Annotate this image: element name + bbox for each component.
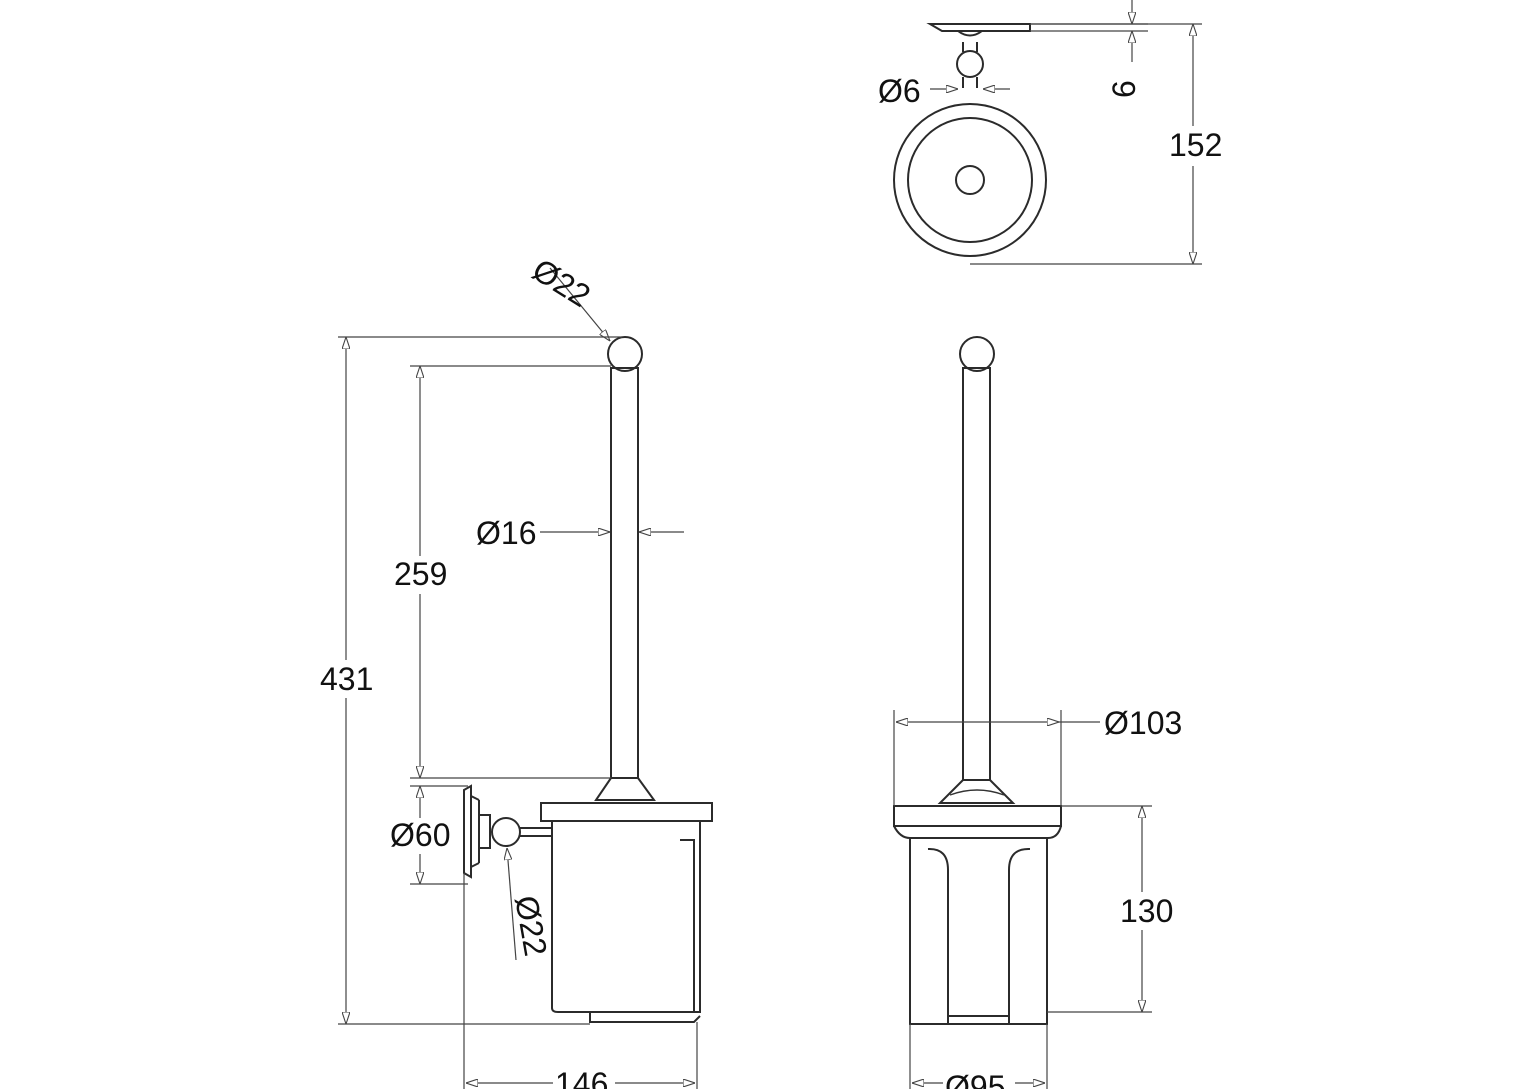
side-view: Ø22 431 259 Ø16 Ø60 Ø22 146: [320, 251, 713, 1089]
front-view-lid: [893, 805, 1062, 827]
dim-depth-152-label: 152: [1169, 127, 1222, 163]
dim-width-146-label: 146: [555, 1066, 608, 1089]
dim-ball-dia-22-top-label: Ø22: [526, 251, 596, 314]
side-view-cup: [551, 821, 701, 1013]
side-view-connector-ball: [491, 817, 521, 847]
top-view: Ø6 6 152: [878, 0, 1226, 265]
dim-handle-259-label: 259: [394, 556, 447, 592]
top-view-wall-plate: [926, 23, 1031, 32]
top-view-connector-ball: [956, 50, 984, 78]
front-view-handle-knob: [959, 336, 995, 372]
front-view: Ø103 130 Ø95: [893, 336, 1182, 1089]
side-view-lid: [540, 802, 713, 822]
dim-rod-dia-16-label: Ø16: [476, 515, 536, 551]
top-view-neck: [957, 30, 983, 37]
top-view-inner-ring: [907, 117, 1033, 243]
front-view-cup: [909, 838, 1048, 1025]
side-view-handle-knob: [607, 336, 643, 372]
dim-dia-6-label: Ø6: [878, 73, 921, 109]
side-view-wall-rose: [463, 784, 472, 879]
dim-cup-height-130-label: 130: [1120, 893, 1173, 929]
dim-height-431-label: 431: [320, 661, 373, 697]
front-view-handle-rod: [962, 367, 991, 781]
top-view-outer-ring: [893, 103, 1047, 257]
dim-depth-6-label: 6: [1106, 80, 1142, 98]
dim-cup-dia-103-label: Ø103: [1104, 705, 1182, 741]
dim-rose-dia-60-label: Ø60: [390, 817, 450, 853]
side-view-handle-rod: [610, 367, 639, 779]
dim-base-dia-95-label: Ø95: [945, 1069, 1005, 1089]
top-view-handle-hole: [955, 165, 985, 195]
